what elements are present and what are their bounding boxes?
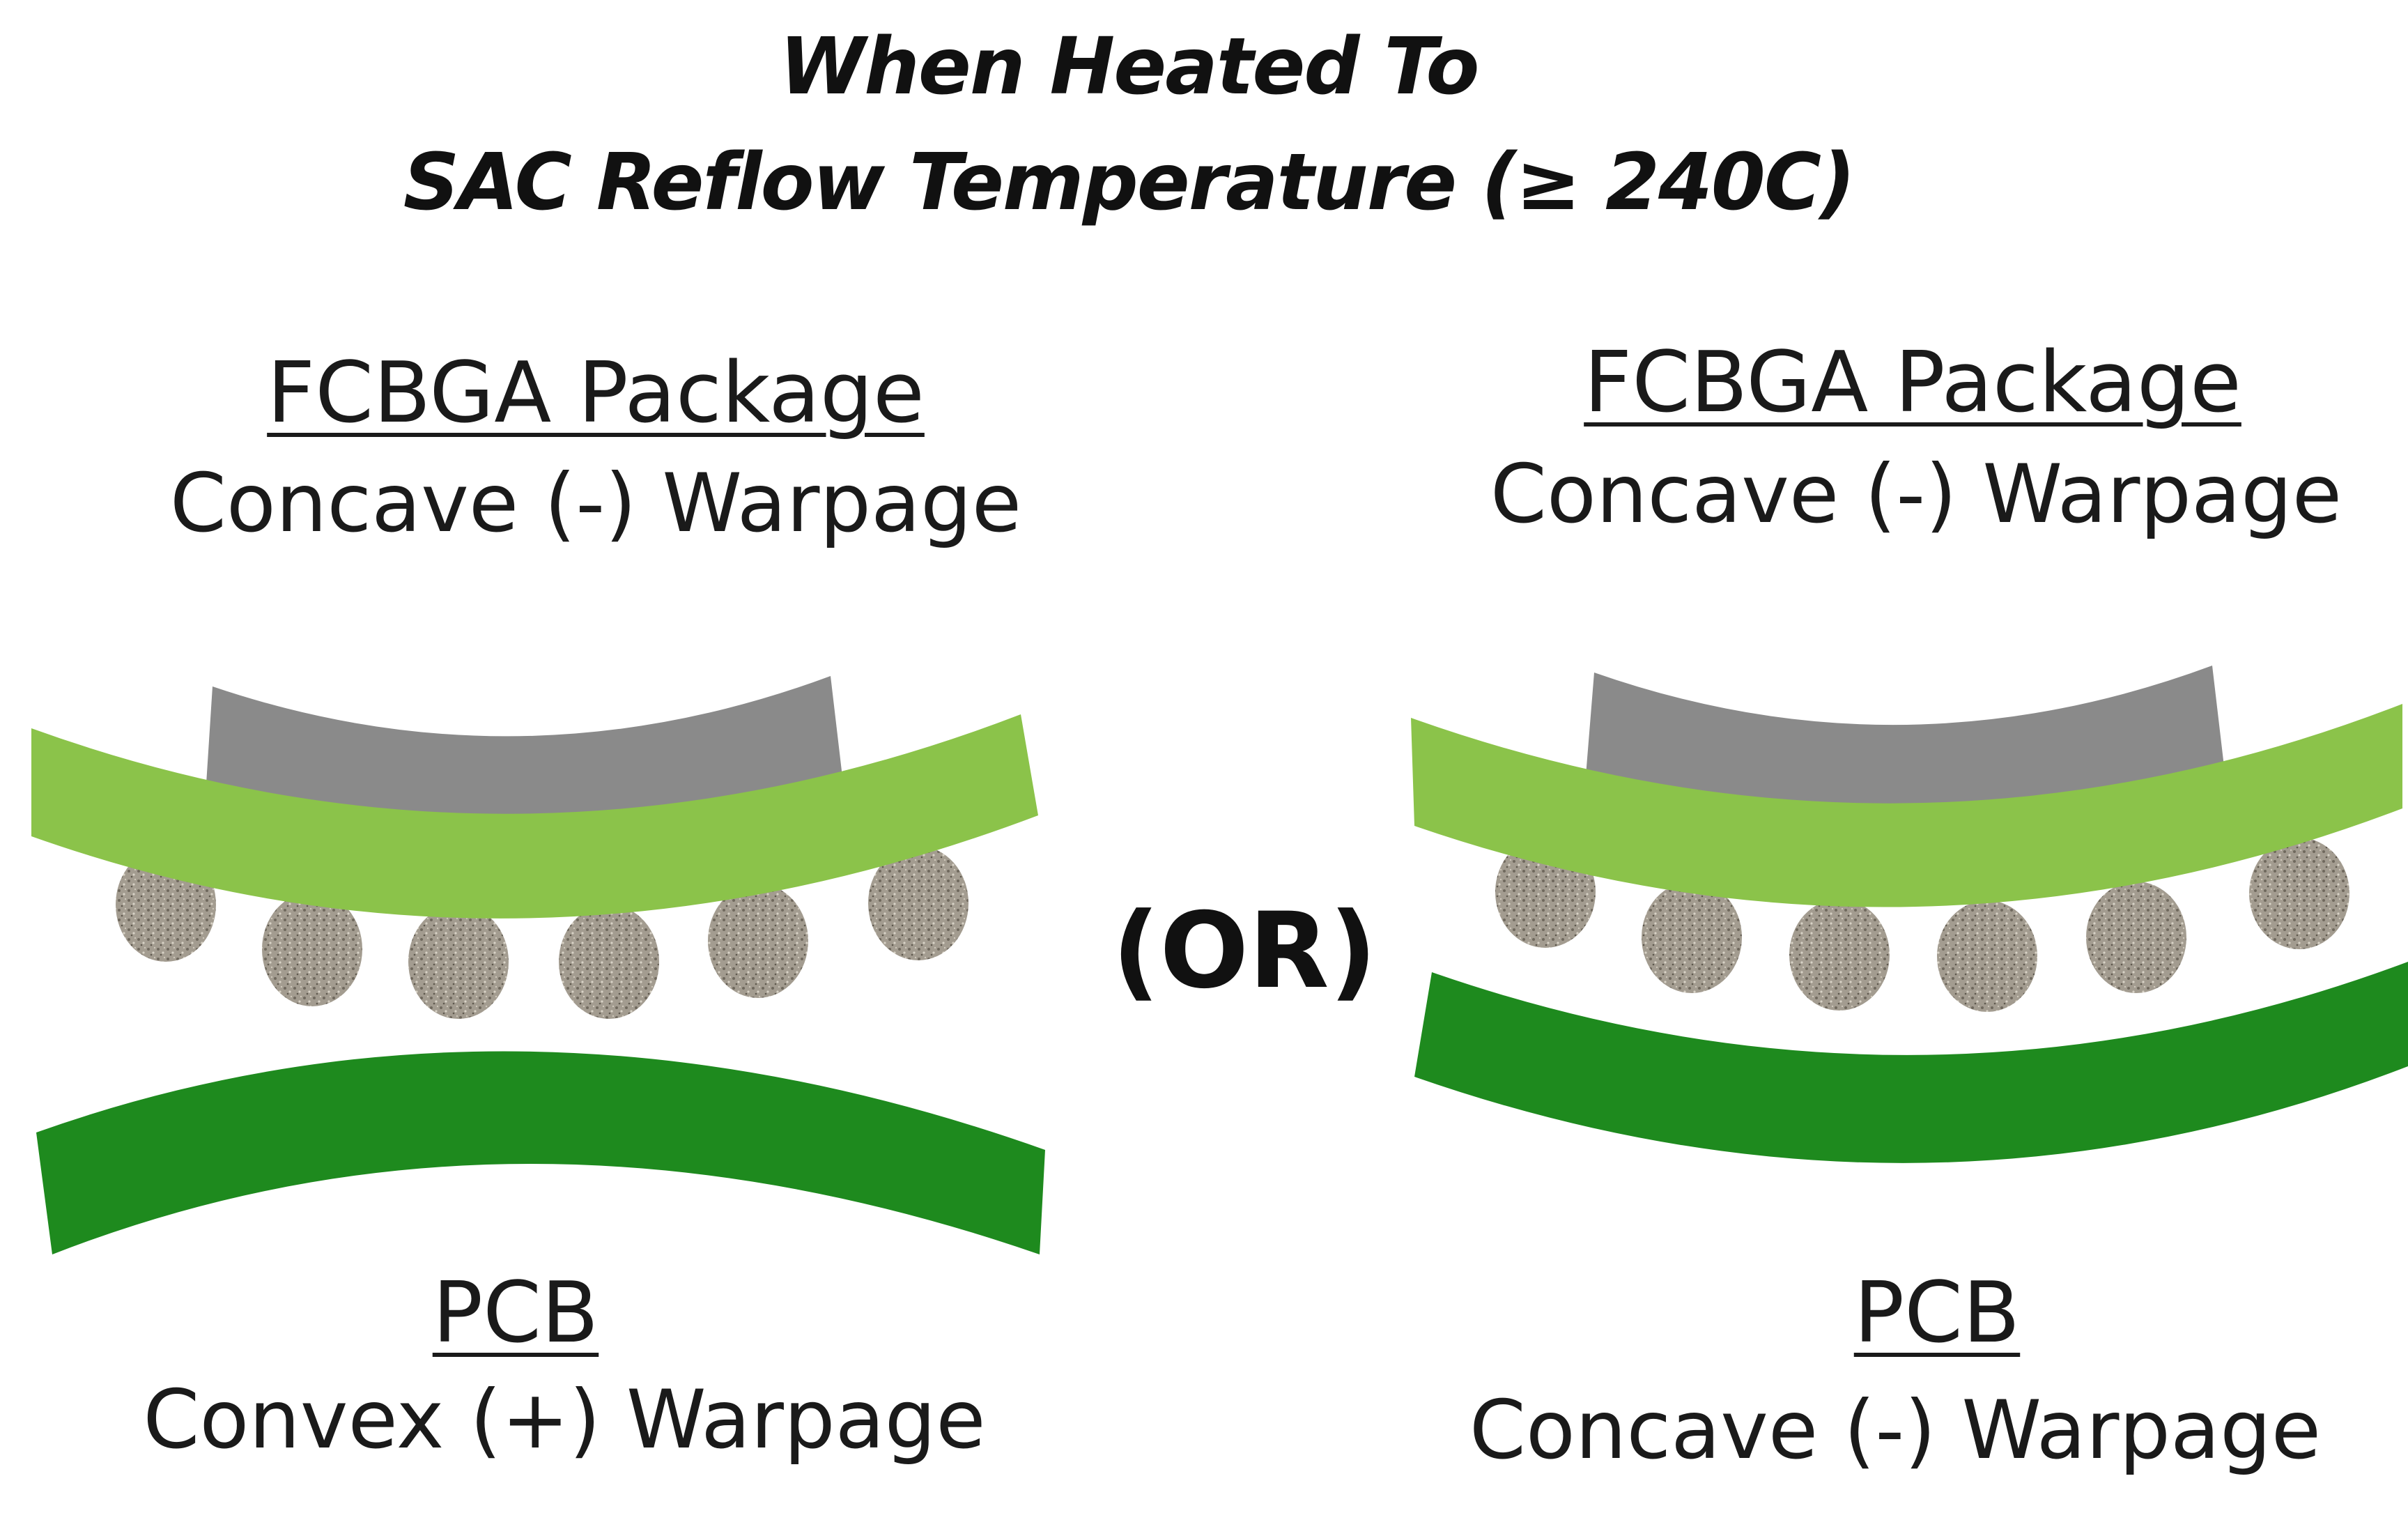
- solder-ball: [1642, 882, 1742, 993]
- diagram-title-line-2: SAC Reflow Temperature (≥ 240C): [403, 137, 1855, 228]
- left-pcb-warpage: Convex (+) Warpage: [143, 1373, 986, 1467]
- diagram-title-line-1: When Heated To: [779, 22, 1480, 112]
- left-package-substrate: [31, 714, 1038, 919]
- solder-ball: [408, 905, 509, 1019]
- right-package-heading: FCBGA Package: [1584, 335, 2241, 431]
- right-pcb-heading: PCB: [1853, 1265, 2021, 1362]
- right-package-warpage: Concave (-) Warpage: [1490, 447, 2343, 542]
- solder-ball: [1789, 899, 1890, 1011]
- right-solder-balls: [1495, 836, 2349, 1012]
- right-assembly: [1411, 666, 2408, 1163]
- solder-ball: [868, 846, 968, 960]
- left-pcb-heading: PCB: [432, 1265, 599, 1362]
- or-separator: (OR): [1112, 891, 1377, 1012]
- right-pcb-board: [1414, 962, 2408, 1163]
- left-package-warpage: Concave (-) Warpage: [169, 456, 1022, 551]
- solder-ball: [559, 905, 659, 1019]
- left-solder-balls: [116, 846, 968, 1019]
- solder-ball: [708, 884, 808, 998]
- solder-ball: [2249, 838, 2349, 949]
- left-package-die: [206, 676, 844, 835]
- right-package-die: [1585, 666, 2226, 824]
- solder-ball: [1937, 900, 2037, 1012]
- solder-ball: [262, 892, 362, 1006]
- right-package-substrate: [1411, 704, 2402, 907]
- left-pcb-board: [36, 1051, 1045, 1254]
- solder-ball: [2086, 882, 2186, 993]
- left-assembly: [31, 676, 1045, 1254]
- left-package-heading: FCBGA Package: [267, 345, 925, 442]
- right-pcb-warpage: Concave (-) Warpage: [1469, 1383, 2322, 1477]
